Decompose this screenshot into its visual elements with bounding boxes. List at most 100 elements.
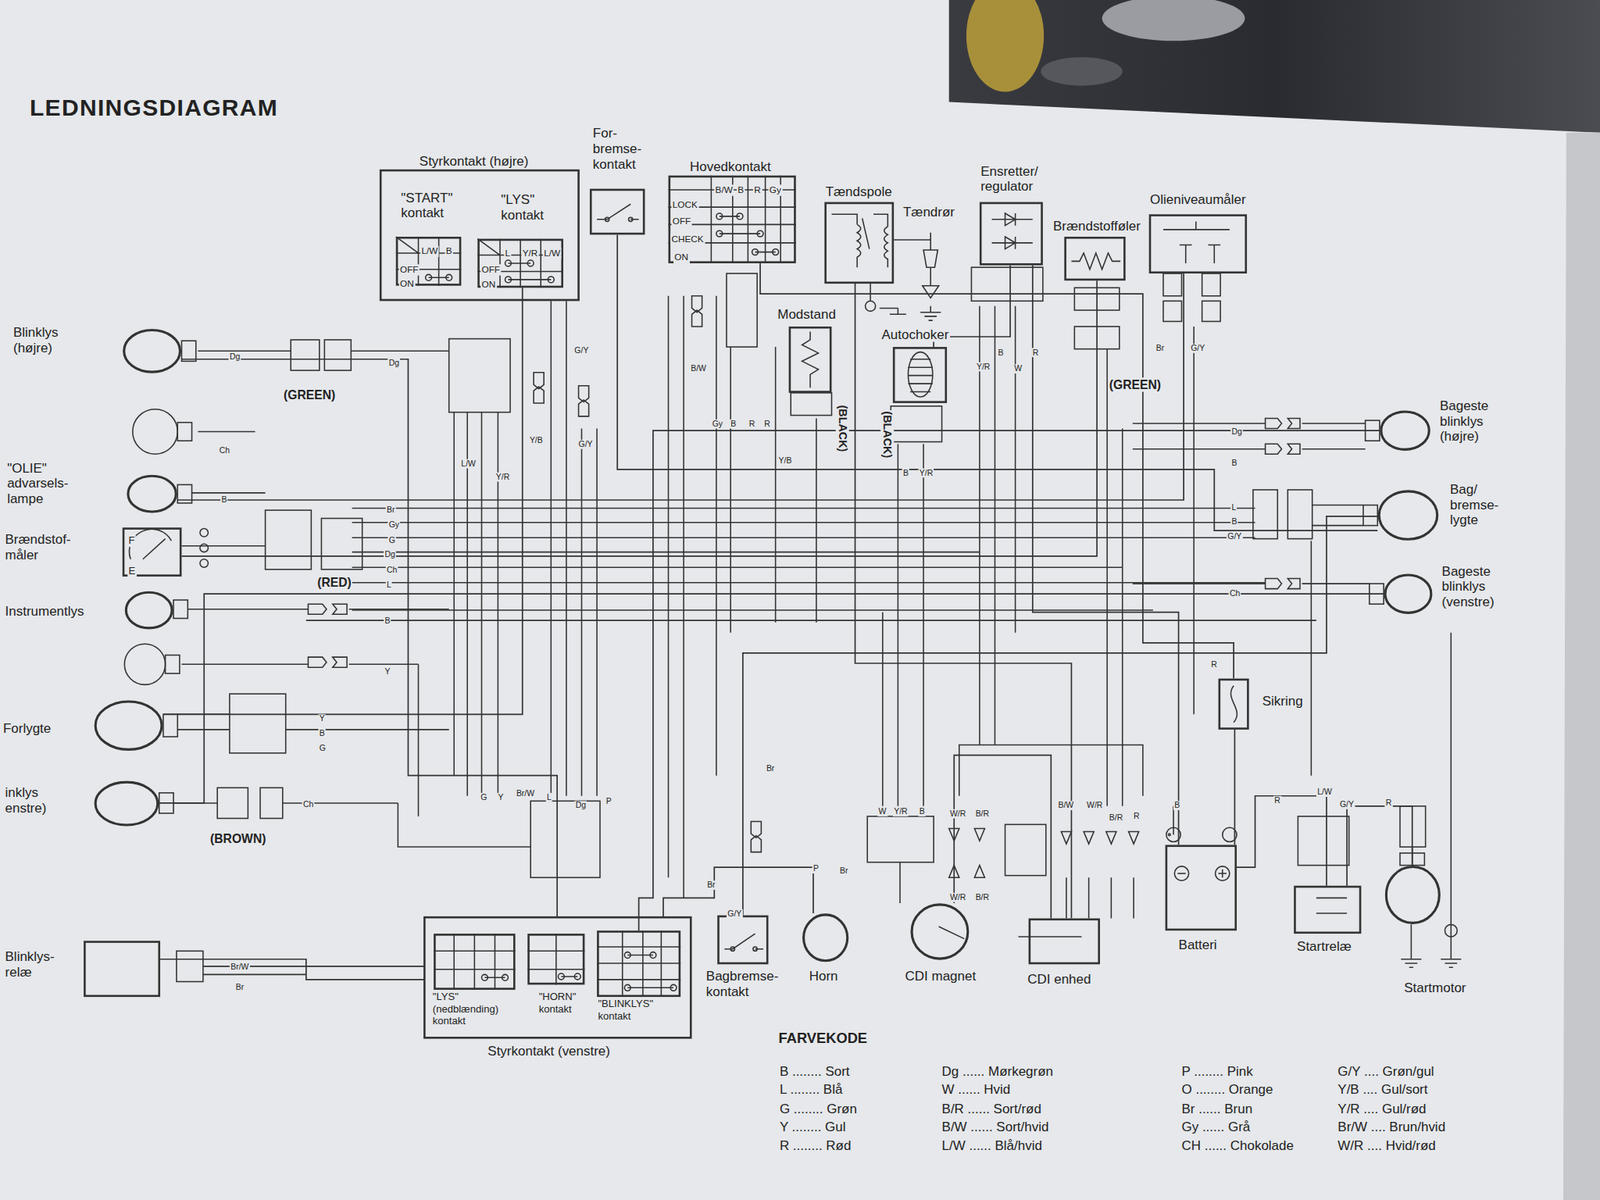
lamp: Bageste blinklys (venstre) — [1383, 573, 1433, 615]
wire-code: W — [877, 807, 887, 817]
component-label: For- bremse- kontakt — [592, 125, 654, 172]
component-label: Forlygte — [2, 720, 53, 736]
wire-code: Y — [318, 714, 327, 724]
lamp: Bag/ bremse- lygte — [1377, 489, 1439, 541]
wire-code: B/R — [974, 809, 990, 819]
component-label: "LYS" kontakt — [500, 192, 558, 223]
wire-code: B/W — [689, 364, 708, 374]
wire-code: Y/R — [521, 247, 539, 259]
wire-code: Gy — [710, 419, 724, 429]
wire-code: B — [1230, 457, 1239, 468]
diagram-title: LEDNINGSDIAGRAM — [28, 93, 280, 122]
wire-code: R — [1210, 660, 1218, 670]
brake-switch: For- bremse- kontakt — [589, 189, 646, 236]
node-outline — [1383, 573, 1433, 615]
wire-code: B — [1230, 517, 1239, 527]
wire — [159, 593, 1384, 804]
wire-code: (BLACK) — [835, 403, 850, 453]
component-label: Hovedkontakt — [689, 159, 772, 175]
component-label: Bagbremse- kontakt — [705, 968, 787, 1000]
cdi-magneto: CDI magnet — [910, 903, 970, 961]
node-outline — [910, 903, 970, 961]
wire-code: B — [1173, 800, 1182, 811]
wire-code: CHECK — [670, 233, 705, 245]
wire-code: W — [1013, 364, 1023, 374]
component-label: Styrkontakt (venstre) — [486, 1042, 611, 1059]
legend-entry: G/Y .... Grøn/gul — [1336, 1063, 1436, 1079]
wire-code: L/W — [460, 459, 477, 469]
legend-entry: R ........ Rød — [778, 1138, 853, 1154]
lamp: "OLIE" advarsels- lampe — [126, 474, 178, 514]
autochoke: Autochoker — [892, 346, 947, 404]
component-label: Brændstofføler — [1052, 218, 1143, 235]
wire-code: Dg — [387, 357, 400, 368]
wire-code: B — [736, 184, 745, 196]
wire — [1346, 806, 1413, 886]
wire-code: (BLACK) — [880, 410, 894, 459]
cdi-unit: CDI enhed — [1028, 918, 1100, 965]
component-label: Bageste blinklys (højre) — [1439, 397, 1525, 444]
legend-entry: Y/B .... Gul/sort — [1336, 1082, 1429, 1098]
component-label: Horn — [807, 968, 839, 985]
legend-entry: G ........ Grøn — [778, 1100, 859, 1117]
wire-code: L — [503, 247, 511, 259]
wire-code: G/Y — [1339, 800, 1356, 810]
component-label: Startrelæ — [1296, 939, 1353, 955]
wire-code: P — [812, 864, 821, 874]
wire-code: Y/R — [975, 362, 992, 372]
component-label: Ensretter/ regulator — [979, 163, 1056, 194]
component-label: E — [127, 565, 136, 579]
wire-code: G — [387, 535, 397, 546]
wire-code: Y/R — [892, 807, 909, 817]
node-outline — [126, 474, 178, 514]
wire-code: G — [318, 743, 328, 754]
legend-entry: Y/R .... Gul/rød — [1336, 1100, 1428, 1117]
wire-code: Tændrør — [902, 203, 957, 220]
wire-code: Br — [706, 880, 717, 890]
wire-code: Y/B — [528, 435, 544, 446]
wire-code: R — [1384, 797, 1393, 808]
wire-code: Br — [385, 505, 397, 515]
node-outline — [93, 700, 164, 751]
wire-code: B — [444, 246, 453, 258]
component-label: "BLINKLYS" kontakt — [596, 997, 683, 1022]
wire-code: B — [902, 468, 911, 479]
node-outline — [1384, 865, 1441, 925]
component-label: Modstand — [776, 306, 837, 322]
component-label: Blinklys (højre) — [12, 324, 86, 355]
wire-code: Gy — [387, 520, 400, 530]
component-label: Styrkontakt (højre) — [418, 153, 530, 169]
wire — [953, 755, 1051, 919]
wire-code: B — [318, 728, 327, 739]
wire-code: Dg — [1230, 427, 1243, 437]
component-label: "START" kontakt — [400, 189, 466, 221]
flasher-relay: Blinklys- relæ — [83, 940, 161, 997]
brake-switch: Bagbremse- kontakt — [717, 915, 768, 965]
wire-code: Br — [234, 982, 245, 993]
wire-code: Dg — [574, 800, 587, 811]
wire-code: B/W — [714, 184, 734, 196]
wire-code: Y/B — [777, 456, 793, 466]
wire — [163, 287, 523, 715]
wire-code: B/R — [974, 892, 990, 903]
wire-code: Y — [383, 667, 392, 677]
wire-code: OFF — [671, 216, 692, 228]
wire-code: ON — [480, 279, 497, 291]
node-outline — [93, 780, 160, 827]
wire-code: L — [1230, 503, 1237, 513]
component-label: "OLIE" advarsels- lampe — [6, 460, 93, 507]
rectifier-box: Ensretter/ regulator — [979, 202, 1043, 266]
legend-entry: Br/W .... Brun/hvid — [1336, 1119, 1447, 1136]
wire-code: R — [1132, 810, 1141, 821]
wire-code: Ch — [385, 565, 399, 575]
legend-entry: B/R ...... Sort/rød — [940, 1100, 1043, 1117]
wire-code: LOCK — [671, 200, 699, 211]
wire — [1032, 265, 1179, 846]
wire-code: (GREEN) — [1107, 377, 1162, 392]
legend-entry: B/W ...... Sort/hvid — [940, 1119, 1050, 1136]
wire-code: Dg — [383, 550, 397, 560]
wire-code: G/Y — [1226, 531, 1243, 541]
wire — [181, 280, 1097, 557]
wire-code: P — [605, 796, 614, 807]
wire — [617, 234, 1378, 531]
